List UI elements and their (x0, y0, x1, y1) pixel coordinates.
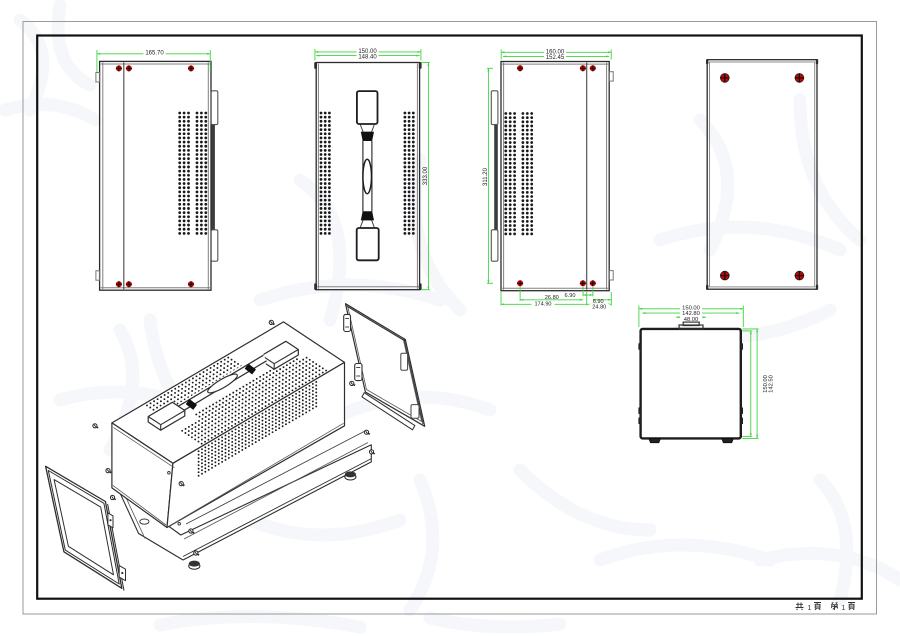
svg-text:142.50: 142.50 (769, 375, 775, 393)
svg-text:150.00: 150.00 (358, 49, 377, 55)
svg-text:148.40: 148.40 (358, 55, 377, 61)
svg-text:160.00: 160.00 (546, 50, 565, 56)
svg-text:48.00: 48.00 (684, 317, 699, 323)
svg-text:6.90: 6.90 (593, 299, 604, 305)
svg-text:24.80: 24.80 (592, 305, 606, 311)
svg-text:150.00: 150.00 (682, 306, 700, 312)
svg-text:1: 1 (808, 605, 812, 612)
svg-text:1: 1 (842, 605, 846, 612)
svg-text:142.80: 142.80 (682, 311, 700, 317)
svg-text:174.90: 174.90 (534, 302, 551, 308)
svg-text:150.00: 150.00 (763, 375, 769, 393)
svg-text:26.80: 26.80 (545, 295, 559, 301)
svg-text:333.00: 333.00 (423, 166, 429, 185)
svg-text:165.70: 165.70 (145, 50, 164, 56)
svg-text:6.90: 6.90 (565, 293, 576, 299)
svg-text:152.45: 152.45 (546, 55, 565, 61)
svg-text:311.20: 311.20 (483, 167, 489, 186)
